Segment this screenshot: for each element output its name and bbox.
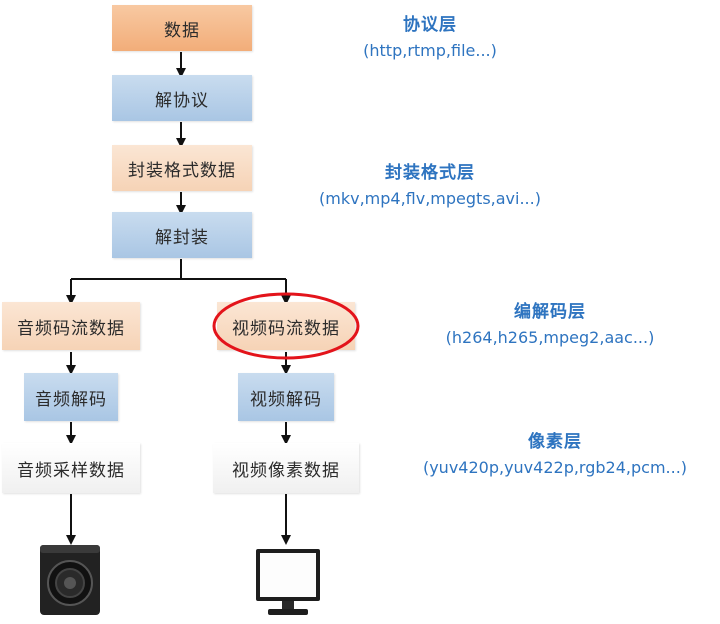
layer-formats: (mkv,mp4,flv,mpegts,avi...) — [319, 189, 541, 208]
audio-decode-box: 音频解码 — [24, 373, 118, 421]
layer-formats: (h264,h265,mpeg2,aac...) — [445, 328, 655, 347]
pixel-layer-label: 像素层 (yuv420p,yuv422p,rgb24,pcm...) — [395, 427, 715, 477]
audio-stream-box: 音频码流数据 — [2, 302, 140, 350]
container-data-box: 封装格式数据 — [112, 145, 252, 191]
layer-title: 封装格式层 — [385, 163, 475, 183]
data-box: 数据 — [112, 5, 252, 51]
layer-formats: (http,rtmp,file...) — [363, 41, 497, 60]
layer-formats: (yuv420p,yuv422p,rgb24,pcm...) — [422, 458, 688, 477]
speaker-icon — [38, 543, 102, 617]
container-layer-label: 封装格式层 (mkv,mp4,flv,mpegts,avi...) — [300, 158, 560, 208]
video-stream-box: 视频码流数据 — [217, 302, 355, 350]
layer-title: 编解码层 — [514, 302, 586, 322]
layer-title: 协议层 — [403, 15, 457, 35]
codec-layer-label: 编解码层 (h264,h265,mpeg2,aac...) — [415, 297, 685, 347]
protocol-layer-label: 协议层 (http,rtmp,file...) — [330, 10, 530, 60]
deprotocol-box: 解协议 — [112, 75, 252, 121]
layer-title: 像素层 — [528, 432, 582, 452]
audio-sample-box: 音频采样数据 — [2, 443, 140, 493]
demux-box: 解封装 — [112, 212, 252, 258]
video-pixel-box: 视频像素数据 — [213, 443, 359, 493]
monitor-icon — [254, 547, 322, 617]
video-decode-box: 视频解码 — [238, 373, 334, 421]
